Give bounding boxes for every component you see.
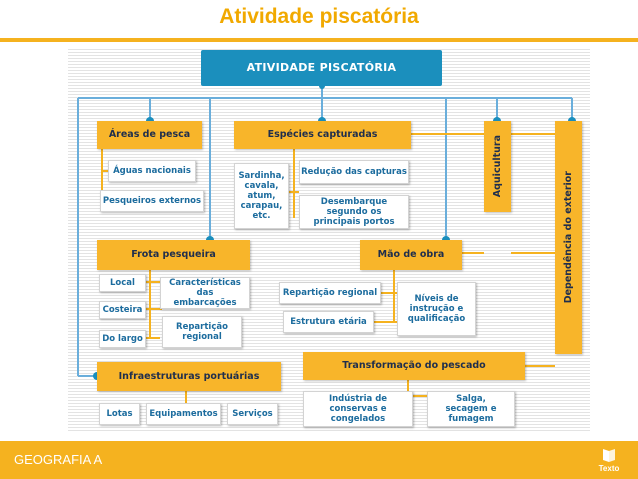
transformacao-box: Transformação do pescado [303, 352, 525, 380]
mao-obra-reparticao-box: Repartição regional [279, 282, 381, 304]
title-underline [0, 38, 638, 42]
dependencia-label: Dependência do exterior [562, 171, 574, 304]
niveis-instrucao-box: Níveis de instrução e qualificação [397, 282, 476, 336]
root-label: ATIVIDADE PISCATÓRIA [246, 61, 397, 75]
infra-box: Infraestruturas portuárias [97, 362, 281, 391]
areas-pesca-label: Áreas de pesca [108, 129, 191, 141]
brand-name: Texto [598, 464, 620, 473]
frota-costeira-label: Costeira [102, 304, 143, 315]
servicos-label: Serviços [232, 408, 273, 419]
frota-box: Frota pesqueira [97, 240, 250, 270]
servicos-box: Serviços [227, 403, 278, 425]
frota-do-largo-box: Do largo [99, 330, 146, 348]
species-list-box: Sardinha, cavala, atum, carapau, etc. [234, 163, 289, 229]
lotas-label: Lotas [106, 408, 133, 419]
aguas-nacionais-box: Águas nacionais [108, 160, 196, 182]
footer-label: GEOGRAFIA A [14, 452, 103, 467]
caracteristicas-box: Características das embarcações [160, 277, 250, 309]
transformacao-label: Transformação do pescado [342, 360, 486, 372]
frota-label: Frota pesqueira [131, 249, 216, 261]
mao-obra-reparticao-label: Repartição regional [282, 287, 378, 298]
brand-logo: Texto [594, 447, 624, 475]
industria-conservas-label: Indústria de conservas e congelados [328, 393, 388, 425]
book-icon [603, 449, 615, 462]
caracteristicas-label: Características das embarcações [169, 277, 241, 309]
frota-local-box: Local [99, 274, 146, 292]
page-title: Atividade piscatória [219, 5, 419, 28]
pesqueiros-externos-box: Pesqueiros externos [100, 190, 204, 212]
species-list-label: Sardinha, cavala, atum, carapau, etc. [238, 170, 285, 222]
frota-do-largo-label: Do largo [102, 333, 143, 344]
estrutura-etaria-box: Estrutura etária [283, 311, 374, 333]
dependencia-box: Dependência do exterior [555, 121, 582, 354]
salga-box: Salga, secagem e fumagem [427, 391, 515, 427]
frota-reparticao-box: Repartição regional [162, 316, 242, 348]
frota-local-label: Local [110, 277, 135, 288]
footer-bar: GEOGRAFIA A Texto [0, 441, 638, 479]
niveis-instrucao-label: Níveis de instrução e qualificação [407, 293, 466, 325]
lotas-box: Lotas [99, 403, 140, 425]
aguas-nacionais-label: Águas nacionais [113, 165, 191, 176]
mao-obra-box: Mão de obra [360, 240, 462, 270]
infra-label: Infraestruturas portuárias [118, 370, 260, 382]
desembarque-label: Desembarque segundo os principais portos [313, 196, 395, 228]
especies-box: Espécies capturadas [234, 121, 411, 149]
reducao-capturas-label: Redução das capturas [301, 166, 407, 177]
aquicultura-label: Aquicultura [491, 135, 503, 198]
areas-pesca-box: Áreas de pesca [97, 121, 202, 149]
especies-label: Espécies capturadas [267, 129, 378, 141]
equipamentos-label: Equipamentos [149, 408, 218, 419]
salga-label: Salga, secagem e fumagem [445, 393, 497, 425]
frota-costeira-box: Costeira [99, 301, 146, 319]
root-box: ATIVIDADE PISCATÓRIA [201, 50, 442, 86]
frota-reparticao-label: Repartição regional [176, 321, 228, 342]
industria-conservas-box: Indústria de conservas e congelados [303, 391, 413, 427]
reducao-capturas-box: Redução das capturas [299, 160, 409, 184]
equipamentos-box: Equipamentos [146, 403, 221, 425]
pesqueiros-externos-label: Pesqueiros externos [102, 195, 202, 206]
estrutura-etaria-label: Estrutura etária [290, 316, 367, 327]
mao-obra-label: Mão de obra [377, 249, 445, 261]
aquicultura-box: Aquicultura [484, 121, 511, 212]
desembarque-box: Desembarque segundo os principais portos [299, 195, 409, 229]
title-bar: Atividade piscatória [0, 0, 638, 38]
